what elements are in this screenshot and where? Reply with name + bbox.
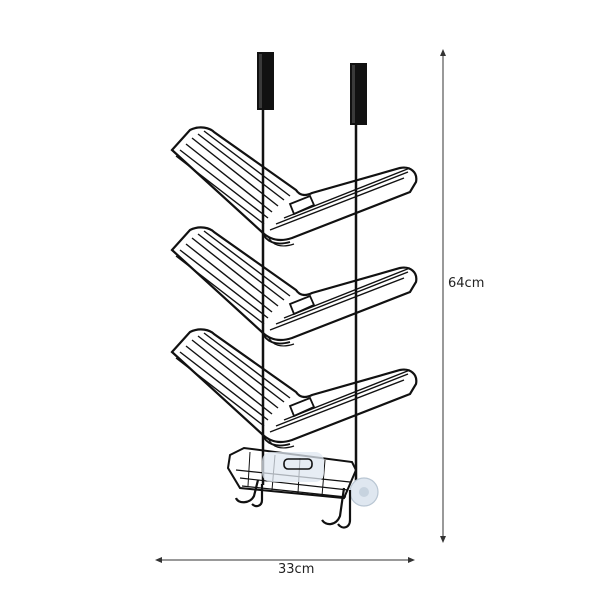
basket-tier-2 — [170, 226, 418, 348]
hook-right — [321, 487, 352, 529]
soap-dish — [226, 446, 358, 500]
suction-plate — [262, 452, 324, 482]
basket-tier-3 — [170, 328, 418, 450]
suction-cup — [349, 477, 379, 507]
hanger-right — [350, 63, 367, 490]
hook-left — [234, 479, 264, 508]
hanger-left — [257, 52, 274, 485]
width-label: 33cm — [278, 562, 315, 577]
height-label: 64cm — [448, 276, 485, 291]
